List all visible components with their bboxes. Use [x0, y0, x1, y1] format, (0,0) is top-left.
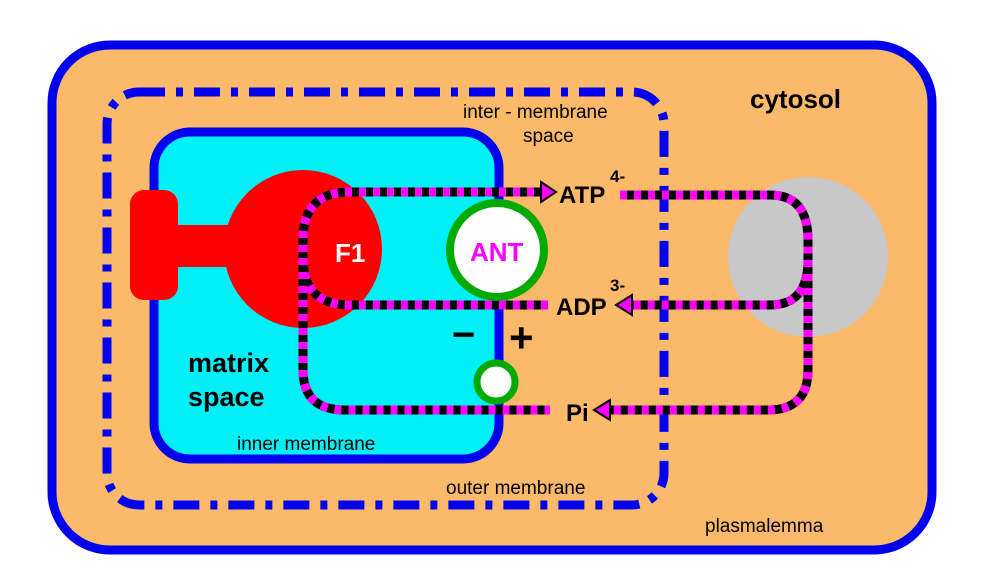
- cytosol-label: cytosol: [750, 84, 841, 114]
- outer-membrane-label: outer membrane: [446, 478, 585, 499]
- adp-label: ADP: [556, 294, 607, 321]
- f1-loop-dash: [298, 187, 548, 310]
- atp-label: ATP: [559, 182, 605, 209]
- f1-stalk: [130, 190, 178, 300]
- atp-arrowhead: [540, 180, 558, 204]
- ant-transporter: [446, 199, 548, 301]
- matrix-label: matrix: [188, 348, 269, 378]
- f1-label: F1: [335, 238, 365, 268]
- pi-arrowhead: [592, 398, 611, 422]
- outer-membrane: [102, 87, 669, 510]
- plasmalemma-label: plasmalemma: [705, 516, 824, 537]
- transport-paths: [298, 187, 813, 415]
- inner-membrane-label: inner membrane: [237, 434, 375, 455]
- cytosol-pi-dash: [610, 260, 813, 415]
- minus-charge: −: [452, 313, 475, 357]
- intermembrane-space-label: space: [523, 126, 574, 147]
- atp-charge-label: 4-: [610, 167, 625, 186]
- ant-label: ANT: [470, 237, 524, 267]
- cytosol-loop-dash: [620, 190, 813, 310]
- pi-carrier: [473, 359, 519, 405]
- pi-loop-dash: [298, 258, 550, 415]
- adp-charge-label: 3-: [610, 276, 625, 295]
- plus-charge: +: [509, 314, 534, 361]
- intermembrane-label: inter - membrane: [463, 102, 608, 123]
- adp-arrowhead: [614, 293, 633, 317]
- pi-label: Pi: [566, 400, 589, 427]
- matrix-space-label: space: [188, 382, 265, 412]
